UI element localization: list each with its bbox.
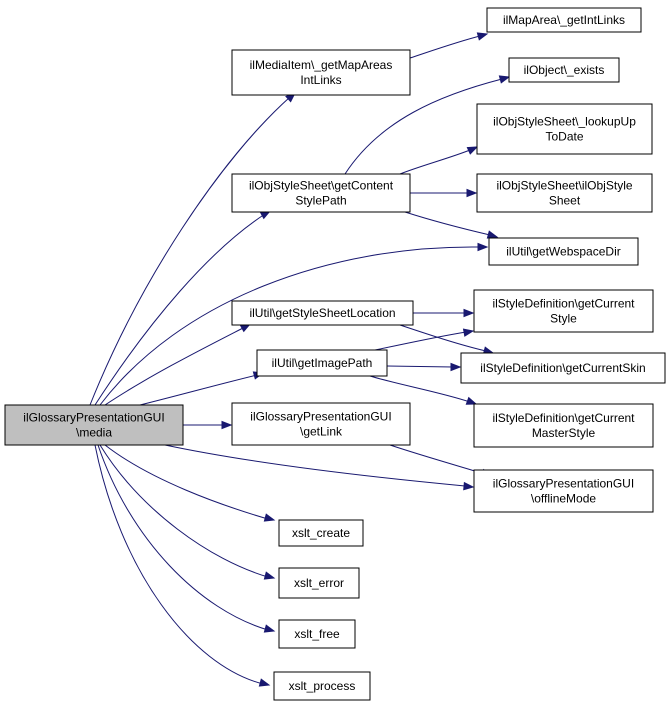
edge-util-getimagepath-to-styledefinition-getcurrentskin (386, 362, 462, 372)
node-box (488, 237, 639, 266)
node-label-line: \media (76, 426, 112, 440)
node-box (256, 349, 388, 377)
node-label-line: Style (550, 312, 577, 326)
node-box (273, 671, 371, 701)
edge-objstylesheet-getcontentstylepath-to-object-exists (344, 75, 511, 175)
edge-objstylesheet-getcontentstylepath-to-objstylesheet-constructor (410, 188, 478, 198)
node-label-line: ilObjStyleSheet\ilObjStyle (496, 179, 632, 193)
node-label-line: ilUtil\getWebspaceDir (506, 245, 621, 259)
node-box (473, 289, 654, 333)
node-label-line: ilObject\_exists (524, 63, 605, 77)
node-xslt-error[interactable]: xslt_error (278, 567, 360, 599)
node-box (278, 519, 364, 547)
edge-objstylesheet-getcontentstylepath-to-objstylesheet-lookupuptodate (399, 146, 479, 175)
node-label-line: ilGlossaryPresentationGUI (493, 477, 634, 491)
node-xslt-create[interactable]: xslt_create (278, 519, 364, 547)
node-label-line: ilGlossaryPresentationGUI (250, 410, 391, 424)
node-label-line: xslt_free (294, 627, 340, 641)
node-box (4, 404, 184, 446)
node-xslt-free[interactable]: xslt_free (278, 619, 356, 649)
node-label-line: ilStyleDefinition\getCurrent (492, 297, 635, 311)
node-xslt-process[interactable]: xslt_process (273, 671, 371, 701)
node-util-getstylesheetlocation[interactable]: ilUtil\getStyleSheetLocation (231, 300, 414, 326)
node-label-line: ilStyleDefinition\getCurrent (492, 411, 635, 425)
node-box (231, 49, 411, 96)
edge-util-getimagepath-to-styledefinition-getcurrentstyle (374, 328, 475, 351)
edge-glossary-media-to-util-getimagepath (139, 371, 265, 406)
edge-glossary-media-to-xslt-create (104, 444, 276, 522)
node-label-line: ilObjStyleSheet\getContent (249, 179, 394, 193)
edge-glossary-media-to-glossary-getlink (183, 420, 233, 430)
edge-util-getimagepath-to-styledefinition-getcurrentmasterstyle (369, 375, 478, 405)
node-label-line: ilObjStyleSheet\_lookupUp (493, 115, 636, 129)
edge-glossary-media-to-util-getstylesheetlocation (104, 323, 252, 406)
node-box (476, 173, 653, 213)
node-glossary-media[interactable]: ilGlossaryPresentationGUI\media (4, 404, 184, 446)
edge-glossary-media-to-objstylesheet-getcontentstylepath (94, 210, 272, 406)
node-label-line: ilMediaItem\_getMapAreas (250, 58, 393, 72)
node-label-line: ilStyleDefinition\getCurrentSkin (480, 361, 645, 375)
edge-glossary-media-to-xslt-process (94, 444, 271, 687)
node-box (278, 619, 356, 649)
node-object-exists[interactable]: ilObject\_exists (508, 57, 620, 83)
node-box (476, 103, 653, 155)
node-styledefinition-getcurrentskin[interactable]: ilStyleDefinition\getCurrentSkin (460, 352, 666, 384)
node-glossary-getlink[interactable]: ilGlossaryPresentationGUI\getLink (231, 402, 411, 446)
edge-objstylesheet-getcontentstylepath-to-util-getwebspacedir (404, 211, 499, 239)
node-label-line: ilGlossaryPresentationGUI (23, 411, 164, 425)
node-box (473, 403, 654, 448)
node-label-line: \offlineMode (531, 492, 596, 506)
node-box (278, 567, 360, 599)
call-nodes: ilGlossaryPresentationGUI\mediailMediaIt… (4, 7, 666, 701)
node-label-line: ilUtil\getStyleSheetLocation (249, 306, 395, 320)
node-label-line: StylePath (295, 194, 346, 208)
edge-mediaitem-getmapareasintlinks-to-maparea-getintlinks (409, 32, 489, 59)
edge-glossary-media-to-glossary-offlinemode (164, 444, 475, 491)
node-label-line: xslt_error (294, 576, 344, 590)
node-label-line: ilMapArea\_getIntLinks (503, 13, 625, 27)
node-box (473, 469, 654, 513)
node-box (486, 7, 642, 33)
node-label-line: ToDate (545, 130, 583, 144)
node-label-line: xslt_process (289, 679, 356, 693)
node-box (231, 173, 411, 213)
node-label-line: xslt_create (292, 526, 350, 540)
node-box (231, 402, 411, 446)
node-maparea-getintlinks[interactable]: ilMapArea\_getIntLinks (486, 7, 642, 33)
edge-glossary-media-to-xslt-free (97, 444, 276, 633)
node-label-line: MasterStyle (532, 426, 596, 440)
node-label-line: ilUtil\getImagePath (272, 356, 373, 370)
edge-glossary-media-to-util-getwebspacedir (99, 242, 489, 406)
node-objstylesheet-constructor[interactable]: ilObjStyleSheet\ilObjStyleSheet (476, 173, 653, 213)
node-label-line: Sheet (549, 194, 581, 208)
edge-util-getstylesheetlocation-to-styledefinition-getcurrentstyle (413, 308, 475, 318)
node-label-line: IntLinks (300, 73, 341, 87)
node-box (508, 57, 620, 83)
node-util-getwebspacedir[interactable]: ilUtil\getWebspaceDir (488, 237, 639, 266)
edge-glossary-media-to-xslt-error (99, 444, 276, 580)
call-edges (89, 32, 511, 687)
node-box (460, 352, 666, 384)
node-glossary-offlinemode[interactable]: ilGlossaryPresentationGUI\offlineMode (473, 469, 654, 513)
node-label-line: \getLink (300, 425, 343, 439)
node-box (231, 300, 414, 326)
node-util-getimagepath[interactable]: ilUtil\getImagePath (256, 349, 388, 377)
